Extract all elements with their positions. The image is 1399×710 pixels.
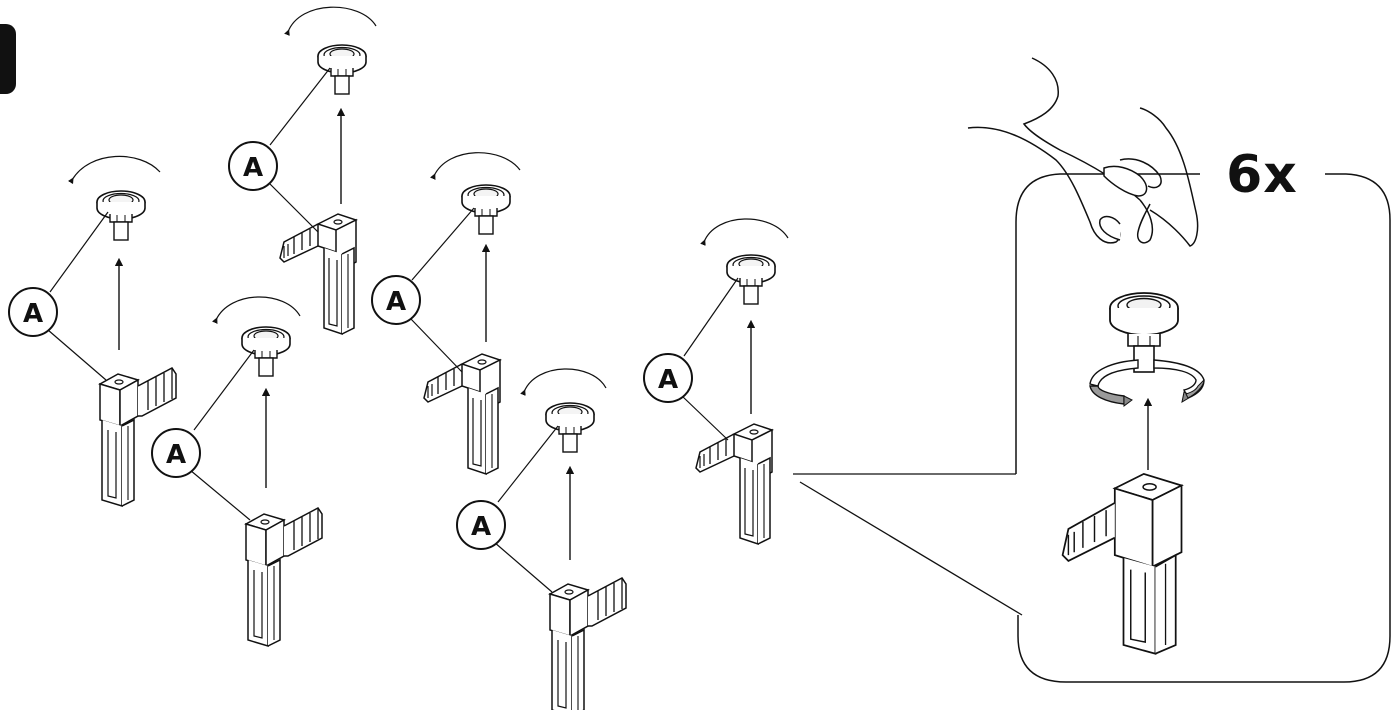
rotate-arrow-icon bbox=[700, 218, 789, 246]
quantity-label: 6x bbox=[1226, 145, 1298, 205]
part-label-circle bbox=[151, 428, 201, 478]
corner-connector-large bbox=[1061, 472, 1184, 655]
glide-foot bbox=[96, 190, 146, 241]
part-label-circle bbox=[371, 275, 421, 325]
corner-connector bbox=[245, 507, 323, 647]
part-label-circle bbox=[228, 141, 278, 191]
rotate-arrow-icon bbox=[284, 6, 377, 36]
assembly-6: A bbox=[643, 218, 789, 545]
part-label-circle bbox=[8, 287, 58, 337]
rotate-arrow-icon bbox=[520, 368, 607, 396]
part-label-circle bbox=[643, 353, 693, 403]
assembly-2: A bbox=[228, 6, 377, 335]
part-label: A bbox=[471, 512, 491, 542]
glide-foot bbox=[317, 44, 367, 95]
glide-foot-large bbox=[1109, 292, 1179, 373]
glide-foot bbox=[545, 402, 595, 453]
hand-icon bbox=[967, 57, 1199, 247]
glide-foot bbox=[241, 326, 291, 377]
step-badge bbox=[0, 24, 16, 94]
assembly-3: A bbox=[151, 296, 323, 647]
glide-foot bbox=[726, 254, 776, 305]
assembly-4: A bbox=[371, 152, 521, 475]
glide-foot bbox=[461, 184, 511, 235]
part-label: A bbox=[166, 440, 186, 470]
corner-connector bbox=[695, 423, 773, 545]
rotate-arrow-icon bbox=[430, 152, 521, 180]
part-label: A bbox=[23, 299, 43, 329]
part-label: A bbox=[658, 365, 678, 395]
detail-callout: 6x bbox=[793, 57, 1391, 683]
rotate-arrow-icon bbox=[67, 155, 161, 185]
part-label: A bbox=[243, 153, 263, 183]
corner-connector bbox=[549, 577, 627, 710]
part-label-circle bbox=[456, 500, 506, 550]
assembly-1: A bbox=[8, 155, 177, 507]
assembly-5: A bbox=[456, 368, 627, 710]
rotation-arrows-icon bbox=[1089, 359, 1205, 407]
rotate-arrow-icon bbox=[212, 296, 301, 324]
part-label: A bbox=[386, 287, 406, 317]
